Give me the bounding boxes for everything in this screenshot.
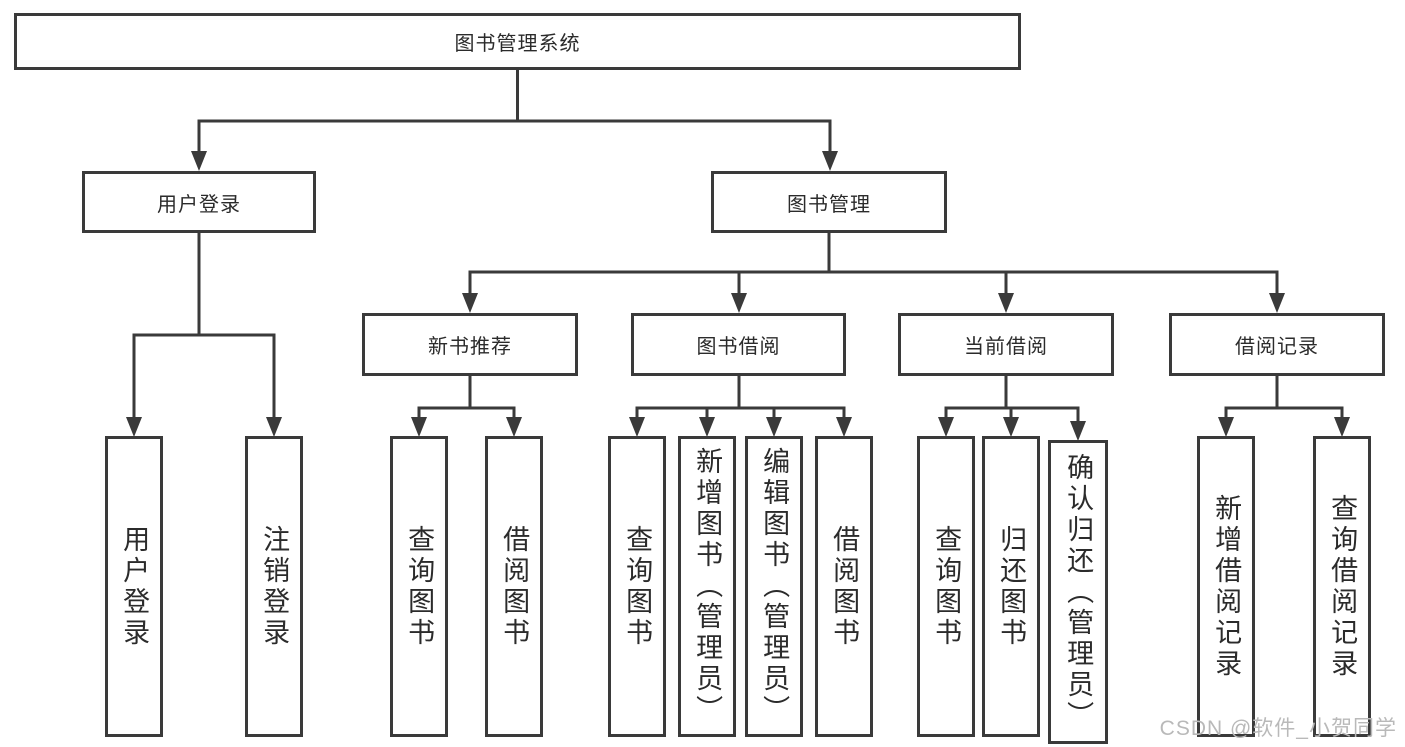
- leaf-query-books: 查询图书: [390, 436, 448, 737]
- leaf-confirm-return-admin: 确认归还（管理员）: [1048, 440, 1108, 744]
- leaf-borrow-books: 借阅图书: [485, 436, 543, 737]
- leaf-logout: 注销登录: [245, 436, 303, 737]
- leaf-label: 查询借阅记录: [1327, 493, 1358, 680]
- leaf-query-borrow-record: 查询借阅记录: [1313, 436, 1371, 737]
- leaf-label: 注销登录: [259, 524, 290, 649]
- leaf-borrow-books-2: 借阅图书: [815, 436, 873, 737]
- leaf-label: 查询图书: [931, 524, 962, 649]
- node-label: 当前借阅: [964, 336, 1048, 358]
- leaf-edit-book-admin: 编辑图书（管理员）: [745, 436, 803, 737]
- node-new-book-recommend: 新书推荐: [362, 313, 578, 376]
- leaf-label: 查询图书: [622, 524, 653, 649]
- leaf-label: 新增图书（管理员）: [692, 447, 723, 726]
- leaf-label: 新增借阅记录: [1211, 493, 1242, 680]
- node-library-system: 图书管理系统: [14, 13, 1021, 70]
- node-label: 借阅记录: [1235, 336, 1319, 358]
- csdn-watermark: CSDN @软件_小贺同学: [1159, 717, 1397, 740]
- leaf-add-borrow-record: 新增借阅记录: [1197, 436, 1255, 737]
- node-current-borrow: 当前借阅: [898, 313, 1114, 376]
- node-label: 图书管理: [787, 193, 871, 216]
- leaf-label: 编辑图书（管理员）: [759, 447, 790, 726]
- node-label: 图书借阅: [696, 336, 781, 358]
- node-book-management: 图书管理: [711, 171, 947, 233]
- node-label: 新书推荐: [428, 336, 512, 358]
- leaf-label: 归还图书: [996, 524, 1027, 649]
- leaf-label: 用户登录: [119, 524, 150, 649]
- leaf-return-book: 归还图书: [982, 436, 1040, 737]
- node-borrow-records: 借阅记录: [1169, 313, 1385, 376]
- node-label: 图书管理系统: [454, 33, 581, 55]
- leaf-add-book-admin: 新增图书（管理员）: [678, 436, 736, 737]
- arrowheads: [126, 151, 1350, 441]
- node-label: 用户登录: [157, 193, 241, 216]
- leaf-label: 查询图书: [404, 524, 435, 649]
- leaf-label: 确认归还（管理员）: [1063, 452, 1094, 732]
- leaf-query-books-2: 查询图书: [608, 436, 666, 737]
- node-user-login: 用户登录: [82, 171, 316, 233]
- leaf-query-books-3: 查询图书: [917, 436, 975, 737]
- leaf-label: 借阅图书: [499, 524, 530, 649]
- node-book-borrow: 图书借阅: [631, 313, 846, 376]
- leaf-user-login: 用户登录: [105, 436, 163, 737]
- leaf-label: 借阅图书: [829, 524, 860, 649]
